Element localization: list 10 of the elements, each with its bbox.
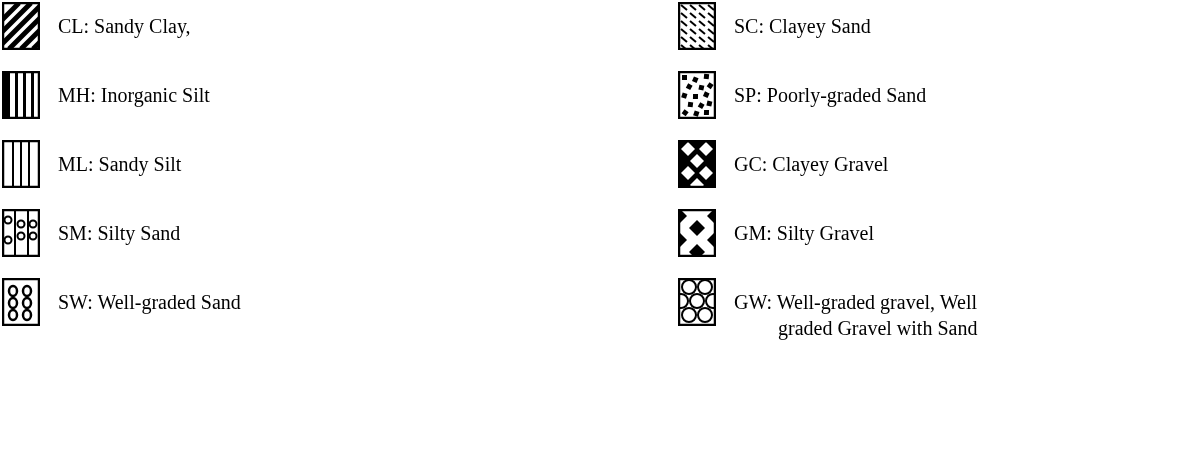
legend-label: ML: Sandy Silt xyxy=(58,152,183,177)
legend-label: SP: Poorly-graded Sand xyxy=(734,83,928,108)
legend-label: SM: Silty Sand xyxy=(58,221,182,246)
legend-label: MH: Inorganic Silt xyxy=(58,83,211,108)
legend-label: GW: Well-graded gravel, Well graded Gravel with Sand xyxy=(734,290,979,341)
legend-label: GM: Silty Gravel xyxy=(734,221,875,246)
legend-label: SC: Clayey Sand xyxy=(734,14,872,39)
legend-label: CL: Sandy Clay, xyxy=(58,14,192,39)
legend-label: SW: Well-graded Sand xyxy=(58,290,242,315)
legend-label: GC: Clayey Gravel xyxy=(734,152,890,177)
